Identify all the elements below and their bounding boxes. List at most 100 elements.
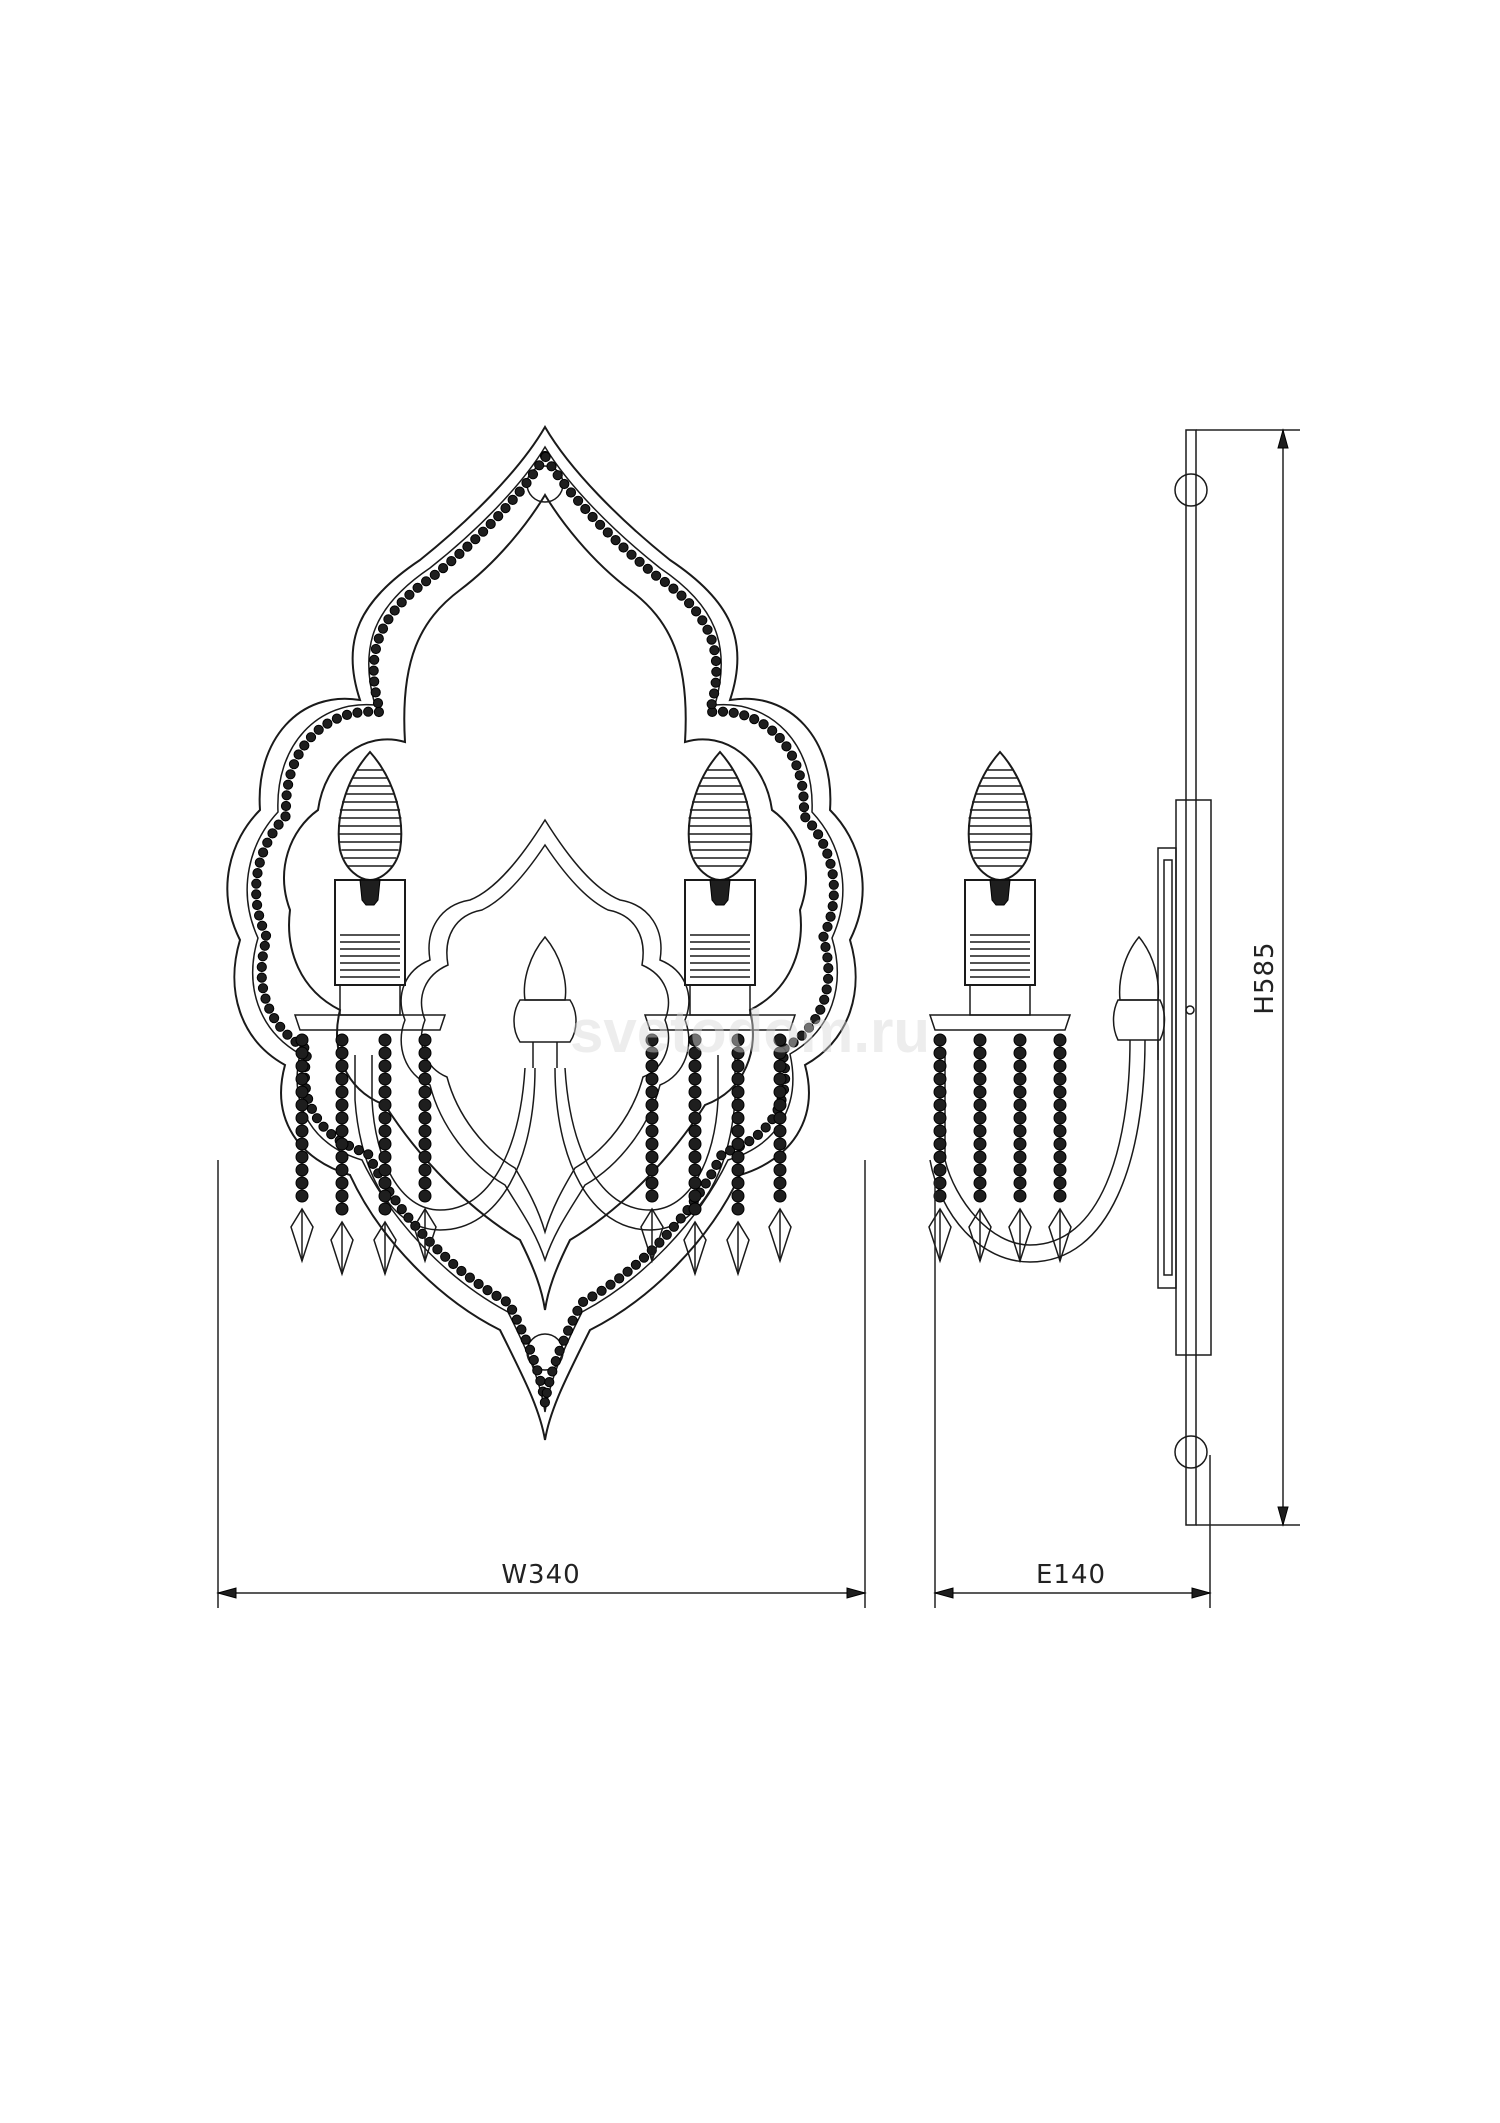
- strand-bead: [973, 1059, 987, 1073]
- frame-bead: [717, 706, 729, 717]
- frame-bead: [614, 1273, 625, 1284]
- left-bulb-hatch: [338, 769, 402, 978]
- frame-bead: [587, 1291, 598, 1302]
- strand-bead: [1053, 1150, 1067, 1164]
- strand-bead: [933, 1124, 947, 1138]
- strand-bead: [973, 1189, 987, 1203]
- frame-bead: [605, 1279, 616, 1290]
- center-arch-inner: [420, 843, 670, 1235]
- strand-bead: [335, 1202, 349, 1216]
- frame-bead: [368, 665, 379, 676]
- frame-bead: [482, 1285, 493, 1296]
- frame-bead: [788, 1037, 799, 1048]
- side-arm: [944, 1039, 1159, 1246]
- frame-bead: [815, 1004, 826, 1015]
- strand-bead: [973, 1085, 987, 1099]
- frame-bead: [728, 707, 739, 718]
- strand-bead: [731, 1046, 745, 1060]
- left-candle-lamp: [293, 750, 447, 1031]
- frame-bead: [521, 477, 532, 489]
- frame-bead: [331, 713, 342, 724]
- strand-bead: [973, 1098, 987, 1112]
- strand-bead: [688, 1189, 702, 1203]
- frame-bead: [659, 576, 671, 588]
- strand-bead: [933, 1163, 947, 1177]
- frame-bead: [716, 1150, 727, 1161]
- strand-bead: [378, 1189, 392, 1203]
- frame-bead: [691, 606, 702, 617]
- strand-bead: [295, 1137, 309, 1151]
- frame-bead: [803, 1022, 815, 1033]
- strand-bead: [773, 1098, 787, 1112]
- side-socket: [989, 879, 1011, 906]
- strand-bead: [1013, 1150, 1027, 1164]
- frame-inner-cutout: [283, 493, 807, 1311]
- strand-bead: [731, 1085, 745, 1099]
- frame-bead: [602, 527, 613, 538]
- frame-bead: [390, 1195, 401, 1206]
- strand-bead: [295, 1189, 309, 1203]
- frame-bead: [524, 1344, 536, 1355]
- strand-bead: [378, 1046, 392, 1060]
- strand-bead: [645, 1033, 659, 1047]
- frame-bead: [421, 576, 432, 587]
- strand-bead: [773, 1150, 787, 1164]
- central-finial: [523, 935, 567, 1001]
- strand-bead: [688, 1072, 702, 1086]
- frame-bead: [744, 1136, 755, 1147]
- side-mount-plate: [1157, 847, 1177, 1289]
- strand-bead: [295, 1163, 309, 1177]
- frame-bead: [288, 759, 300, 770]
- frame-bead: [305, 732, 317, 743]
- strand-bead: [1053, 1098, 1067, 1112]
- right-candle-lamp: [643, 750, 797, 1031]
- frame-bead: [470, 534, 481, 545]
- strand-bead: [973, 1072, 987, 1086]
- side-candle-lamp: [928, 750, 1072, 1031]
- height-arrow-bottom: [1277, 1506, 1289, 1527]
- strand-bead: [973, 1124, 987, 1138]
- strand-bead: [378, 1085, 392, 1099]
- frame-bead: [516, 1324, 527, 1335]
- side-mount-body: [1175, 799, 1212, 1356]
- strand-bead: [645, 1072, 659, 1086]
- frame-bead: [752, 1129, 764, 1141]
- width-arrow-left: [216, 1587, 237, 1599]
- strand-bead: [1053, 1033, 1067, 1047]
- frame-bead: [260, 930, 272, 941]
- strand-bead: [933, 1046, 947, 1060]
- frame-bead: [429, 569, 440, 581]
- frame-bead: [567, 1315, 578, 1326]
- frame-bead: [352, 707, 363, 718]
- strand-bead: [1013, 1072, 1027, 1086]
- strand-bead: [731, 1176, 745, 1190]
- left-bulb: [337, 750, 403, 882]
- depth-arrow-right: [1191, 1587, 1212, 1599]
- frame-bead: [552, 470, 563, 481]
- strand-bead: [731, 1059, 745, 1073]
- frame-bead: [794, 770, 805, 781]
- right-arm: [554, 1055, 736, 1231]
- frame-bead: [739, 710, 750, 721]
- strand-bead: [1013, 1085, 1027, 1099]
- depth-arrow-left: [933, 1587, 954, 1599]
- strand-bead: [773, 1189, 787, 1203]
- side-candle-cup: [969, 984, 1031, 1016]
- frame-bead: [823, 963, 834, 974]
- strand-bead: [378, 1163, 392, 1177]
- strand-bead: [731, 1072, 745, 1086]
- strand-bead: [973, 1033, 987, 1047]
- strand-bead: [973, 1176, 987, 1190]
- frame-bead: [668, 583, 679, 594]
- strand-bead: [645, 1085, 659, 1099]
- frame-bead: [610, 535, 621, 546]
- frame-bead: [256, 972, 267, 983]
- frame-bead: [404, 589, 415, 600]
- frame-bead: [618, 542, 629, 553]
- frame-bead: [377, 623, 389, 634]
- frame-bead: [252, 899, 263, 911]
- strand-bead: [645, 1098, 659, 1112]
- frame-bead: [326, 1129, 337, 1140]
- frame-bead: [506, 1304, 518, 1315]
- frame-bead: [706, 634, 717, 645]
